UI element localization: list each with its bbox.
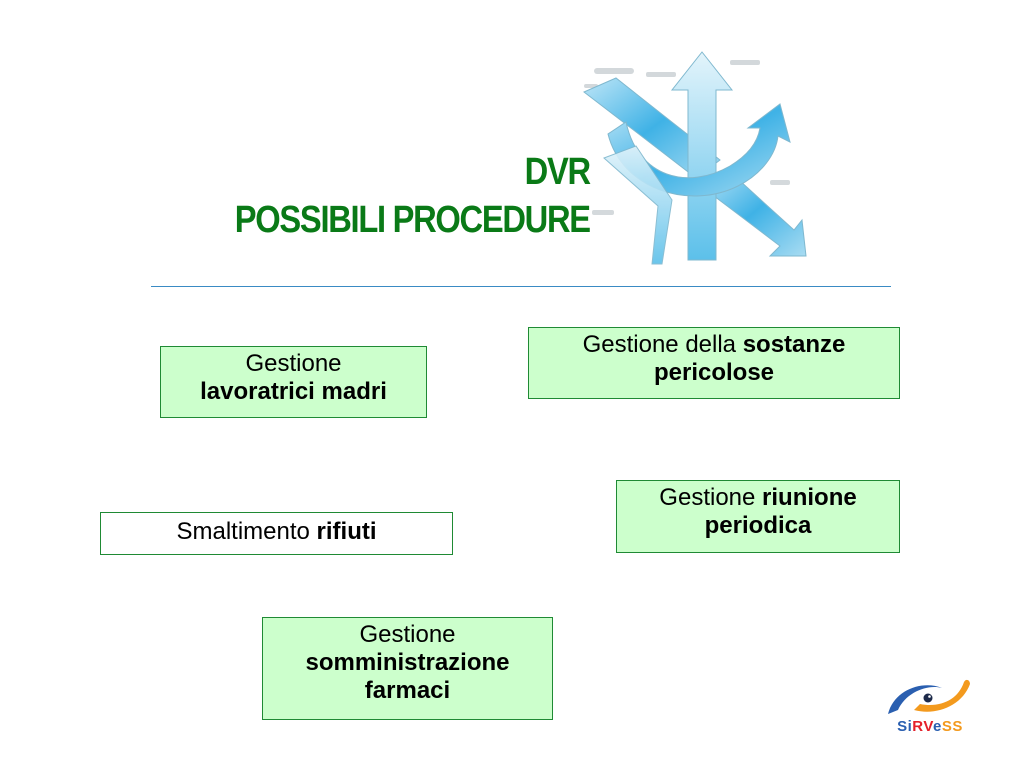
box-rifiuti-plain: Smaltimento bbox=[176, 518, 317, 545]
page-title: DVR POSSIBILI PROCEDURE bbox=[234, 148, 591, 244]
brand-si: Si bbox=[897, 718, 913, 735]
box-sostanze-pericolose: Gestione della sostanze pericolose bbox=[528, 327, 900, 399]
box-lavoratrici-madri: Gestione lavoratrici madri bbox=[160, 346, 427, 418]
box-riunione-plain: Gestione bbox=[659, 484, 763, 511]
sirvess-wordmark: SiRVeSS bbox=[884, 718, 976, 735]
box-lavoratrici-madri-line1: Gestione bbox=[245, 350, 342, 377]
box-smaltimento-rifiuti: Smaltimento rifiuti bbox=[100, 512, 453, 555]
eye-swoosh-icon bbox=[888, 679, 970, 714]
box-riunione-periodica: Gestione riunione periodica bbox=[616, 480, 900, 553]
arrows-logo-icon bbox=[583, 51, 807, 265]
box-farmaci-line1: Gestione bbox=[359, 621, 456, 648]
title-line-1: DVR bbox=[524, 151, 591, 193]
box-sostanze-plain: Gestione della bbox=[582, 331, 743, 358]
box-farmaci-bold-2: farmaci bbox=[364, 677, 451, 704]
sirvess-logo: SiRVeSS bbox=[884, 676, 976, 742]
brand-ss: SS bbox=[941, 718, 963, 735]
brand-e: e bbox=[933, 718, 942, 735]
box-riunione-bold: riunione periodica bbox=[704, 484, 857, 539]
box-somministrazione-farmaci: Gestione somministrazione farmaci bbox=[262, 617, 553, 720]
box-farmaci-bold-1: somministrazione bbox=[305, 649, 510, 676]
title-divider bbox=[151, 286, 891, 287]
box-lavoratrici-madri-bold: lavoratrici madri bbox=[200, 378, 387, 405]
brand-rv: RV bbox=[912, 718, 934, 735]
box-rifiuti-bold: rifiuti bbox=[316, 518, 377, 545]
box-sostanze-bold: sostanze pericolose bbox=[653, 331, 846, 386]
title-line-2: POSSIBILI PROCEDURE bbox=[234, 199, 591, 241]
